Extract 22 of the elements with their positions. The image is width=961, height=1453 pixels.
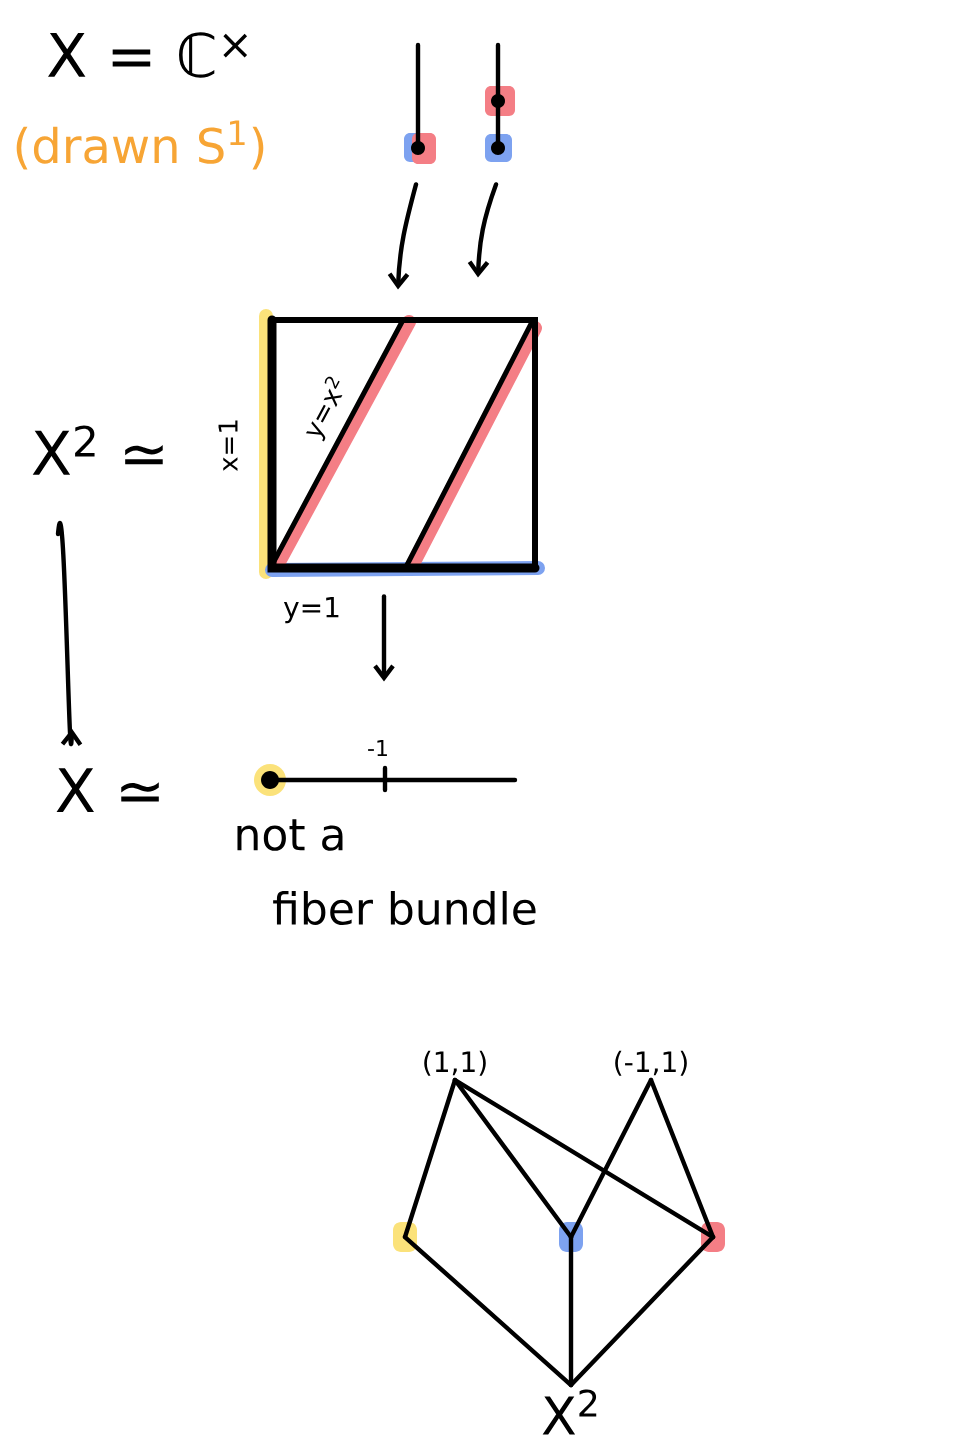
math-text: X = ℂ$^{×}$: [48, 32, 248, 78]
curve-label: y=x$^{2}$: [305, 376, 343, 442]
arrow: [467, 182, 499, 278]
tick-label: -1: [368, 740, 387, 757]
math-text: X$^{2}$ ≃: [32, 425, 163, 475]
math-text: (1,1): [424, 1050, 486, 1076]
arrow: [55, 521, 83, 747]
arrow: [387, 182, 419, 290]
line: [568, 1234, 716, 1388]
note-text: (drawn S$^{1}$): [16, 120, 264, 170]
math-text: (-1,1): [615, 1050, 687, 1076]
note-text: fiber bundle: [273, 891, 536, 926]
math-text: X ≃: [56, 768, 159, 812]
segment-drawing: [404, 42, 436, 164]
square-drawing: [259, 309, 545, 579]
number-line-drawing: [254, 764, 518, 796]
arrow: [373, 594, 395, 682]
axis-label: x=1: [218, 420, 238, 472]
math-text: X$^{2}$: [542, 1389, 597, 1435]
segment-drawing: [485, 42, 515, 162]
axis-label: y=1: [283, 596, 339, 624]
line: [568, 1077, 654, 1240]
